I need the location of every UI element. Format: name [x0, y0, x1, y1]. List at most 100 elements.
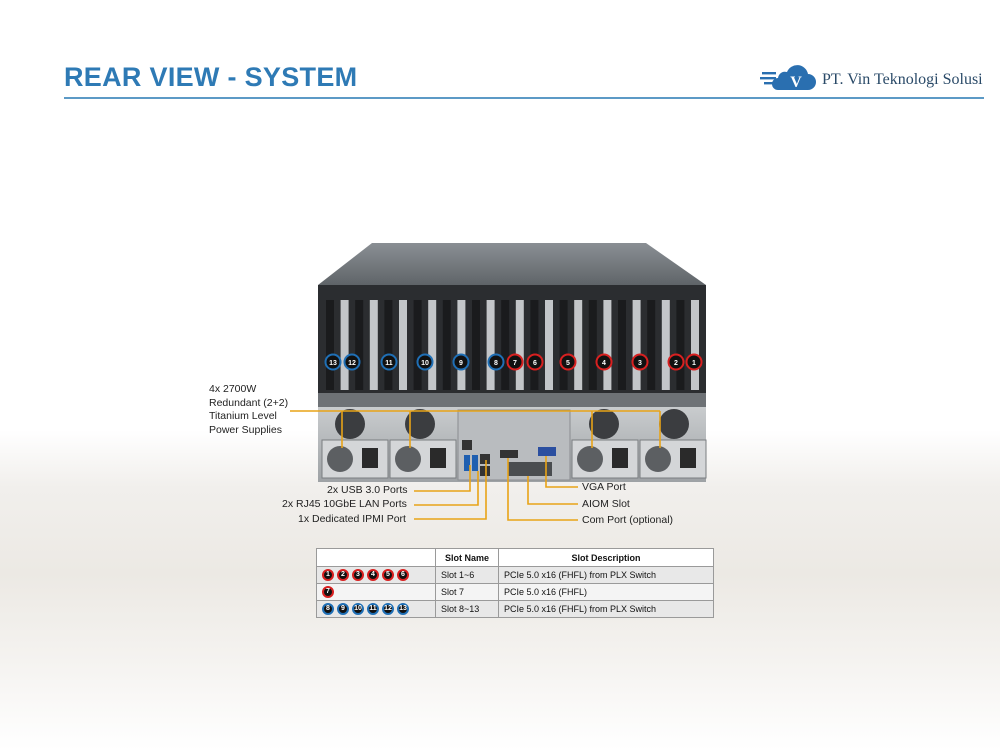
- com-callout-line: [507, 458, 578, 521]
- usb-callout-label: 2x USB 3.0 Ports: [327, 484, 408, 496]
- page-title: REAR VIEW - SYSTEM: [64, 62, 358, 92]
- pcie-bracket: [472, 300, 480, 390]
- rj45-port-icon: [480, 466, 490, 476]
- cooling-fan-icon: [659, 409, 689, 439]
- slot-badge-3: 3: [631, 353, 649, 371]
- slot-badge-4: 4: [367, 569, 379, 581]
- callout-leader-lines: [290, 410, 661, 521]
- pcie-bracket: [603, 300, 612, 390]
- psu-fan-icon: [327, 446, 353, 472]
- slot-badge-8: 8: [487, 353, 505, 371]
- title-underline: [64, 97, 984, 99]
- psu-power-inlet: [612, 448, 628, 468]
- pcie-bracket: [574, 300, 583, 390]
- slot-badge-11: 11: [367, 603, 379, 615]
- slot-badge-5: 5: [382, 569, 394, 581]
- pcie-bracket: [399, 300, 407, 390]
- slot-name-cell: Slot 8~13: [435, 600, 499, 618]
- slot-badge-number: 6: [533, 360, 537, 367]
- ipmi-callout-line: [414, 460, 487, 520]
- slot-badge-number: 3: [638, 360, 642, 367]
- pcie-bracket: [486, 300, 495, 390]
- slot-badge-number: 10: [421, 360, 429, 367]
- pcie-bracket: [588, 300, 597, 390]
- slot-badge-2: 2: [337, 569, 349, 581]
- usb-port-icon: [472, 455, 478, 471]
- ipmi-callout-label: 1x Dedicated IPMI Port: [298, 513, 406, 525]
- lan-callout-line: [414, 471, 479, 506]
- lan-callout-label: 2x RJ45 10GbE LAN Ports: [282, 498, 407, 510]
- pcie-slot-bay: [318, 285, 706, 395]
- cooling-fan-icon: [405, 409, 435, 439]
- io-panel: [457, 409, 571, 481]
- pcie-bracket: [515, 300, 524, 390]
- slot-badge-number: 1: [692, 360, 696, 367]
- aiom-slot-icon: [508, 462, 552, 476]
- pcie-bracket: [457, 300, 466, 390]
- pcie-bracket: [369, 300, 378, 390]
- vga-port-icon: [538, 447, 556, 456]
- slot-badge-1: 1: [685, 353, 703, 371]
- pcie-bracket: [545, 300, 553, 390]
- aiom-callout-label: AIOM Slot: [582, 498, 630, 510]
- slot-badge-number: 13: [329, 360, 337, 367]
- com-port-icon: [500, 450, 518, 458]
- psu-label-line: 4x 2700W: [209, 383, 257, 395]
- psu-fan-icon: [645, 446, 671, 472]
- slot-badge-11: 11: [380, 353, 398, 371]
- slot-badge-6: 6: [397, 569, 409, 581]
- slot-description-cell: PCIe 5.0 x16 (FHFL) from PLX Switch: [498, 600, 714, 618]
- slot-badges-cell: 7: [316, 583, 436, 601]
- power-supply-units: [321, 409, 707, 479]
- table-header-slot-description: Slot Description: [498, 548, 714, 567]
- pcie-bracket: [618, 300, 626, 390]
- slot-badge-12: 12: [382, 603, 394, 615]
- slot-badge-number: 9: [459, 360, 463, 367]
- psu-power-inlet: [430, 448, 446, 468]
- vga-callout-line: [545, 456, 578, 488]
- table-header-badges: [316, 548, 436, 567]
- slot-badge-7: 7: [322, 586, 334, 598]
- chassis-divider: [318, 393, 706, 407]
- pcie-bracket: [676, 300, 685, 390]
- slot-badge-8: 8: [322, 603, 334, 615]
- psu-power-inlet: [362, 448, 378, 468]
- pcie-bracket: [559, 300, 568, 390]
- usb-port-icon: [464, 455, 470, 471]
- pcie-bracket: [501, 300, 510, 390]
- company-name: PT. Vin Teknologi Solusi: [822, 71, 983, 88]
- rj45-port-icon: [480, 454, 490, 464]
- pcie-bracket: [428, 300, 437, 390]
- psu-fan-icon: [577, 446, 603, 472]
- cooling-fan-icon: [335, 409, 365, 439]
- slot-badge-number: 5: [566, 360, 570, 367]
- slot-badge-number: 11: [385, 360, 393, 367]
- chassis-top-panel: [318, 243, 706, 285]
- company-logo: V PT. Vin Teknologi Solusi: [760, 62, 990, 96]
- pcie-bracket: [340, 300, 349, 390]
- logo-letter: V: [790, 74, 802, 91]
- psu-label-line: Power Supplies: [209, 423, 282, 436]
- slot-name-cell: Slot 1~6: [435, 566, 499, 584]
- slot-badge-9: 9: [337, 603, 349, 615]
- slot-badge-13: 13: [397, 603, 409, 615]
- pcie-slot-brackets: [326, 300, 699, 390]
- slot-badge-4: 4: [595, 353, 613, 371]
- psu-label-line: Titanium Level: [209, 410, 277, 422]
- slot-badge-6: 6: [526, 353, 544, 371]
- cooling-fan-icon: [589, 409, 619, 439]
- slot-name-cell: Slot 7: [435, 583, 499, 601]
- psu-label-line: Redundant (2+2): [209, 396, 289, 409]
- slot-badge-12: 12: [343, 353, 361, 371]
- slot-badge-1: 1: [322, 569, 334, 581]
- usb-callout-line: [414, 465, 471, 492]
- pcie-bracket: [661, 300, 670, 390]
- pcie-bracket: [384, 300, 393, 390]
- aiom-callout-line: [527, 476, 578, 505]
